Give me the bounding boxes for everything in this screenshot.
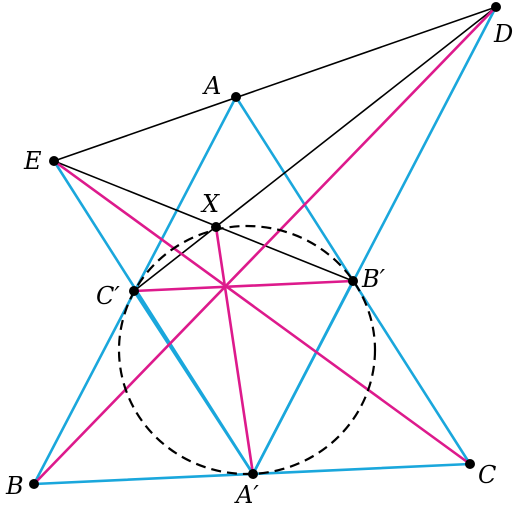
- segment-X-A1: [214, 225, 255, 476]
- label-D: D: [493, 20, 513, 48]
- label-A-prime: A′: [234, 481, 259, 506]
- label-layer: A B C D E X A′ B′ C′: [5, 20, 513, 506]
- point-C: [465, 459, 475, 469]
- point-D: [491, 2, 501, 12]
- point-B1: [348, 276, 358, 286]
- label-E: E: [23, 147, 42, 175]
- segment-C1-D: [133, 6, 497, 292]
- label-X: X: [200, 190, 220, 218]
- point-X: [211, 222, 221, 232]
- segment-E-D: [53, 6, 497, 162]
- point-C1: [129, 286, 139, 296]
- segment-B-D: [32, 5, 498, 486]
- segment-E-A1: [52, 159, 255, 476]
- dashed-circle: [117, 224, 377, 476]
- point-layer: [29, 2, 501, 489]
- label-B-prime: B′: [361, 265, 386, 293]
- segment-E-B1: [53, 160, 354, 282]
- point-A: [231, 92, 241, 102]
- point-A1: [248, 469, 258, 479]
- segment-C1-B1: [132, 279, 355, 293]
- label-A: A: [202, 72, 221, 100]
- label-C: C: [478, 461, 496, 489]
- segment-layer: [32, 5, 498, 486]
- label-C-prime: C′: [96, 282, 120, 310]
- segment-E-C: [52, 159, 472, 466]
- label-B: B: [5, 472, 24, 500]
- point-E: [49, 156, 59, 166]
- point-B: [29, 479, 39, 489]
- segment-A1-D: [251, 5, 498, 476]
